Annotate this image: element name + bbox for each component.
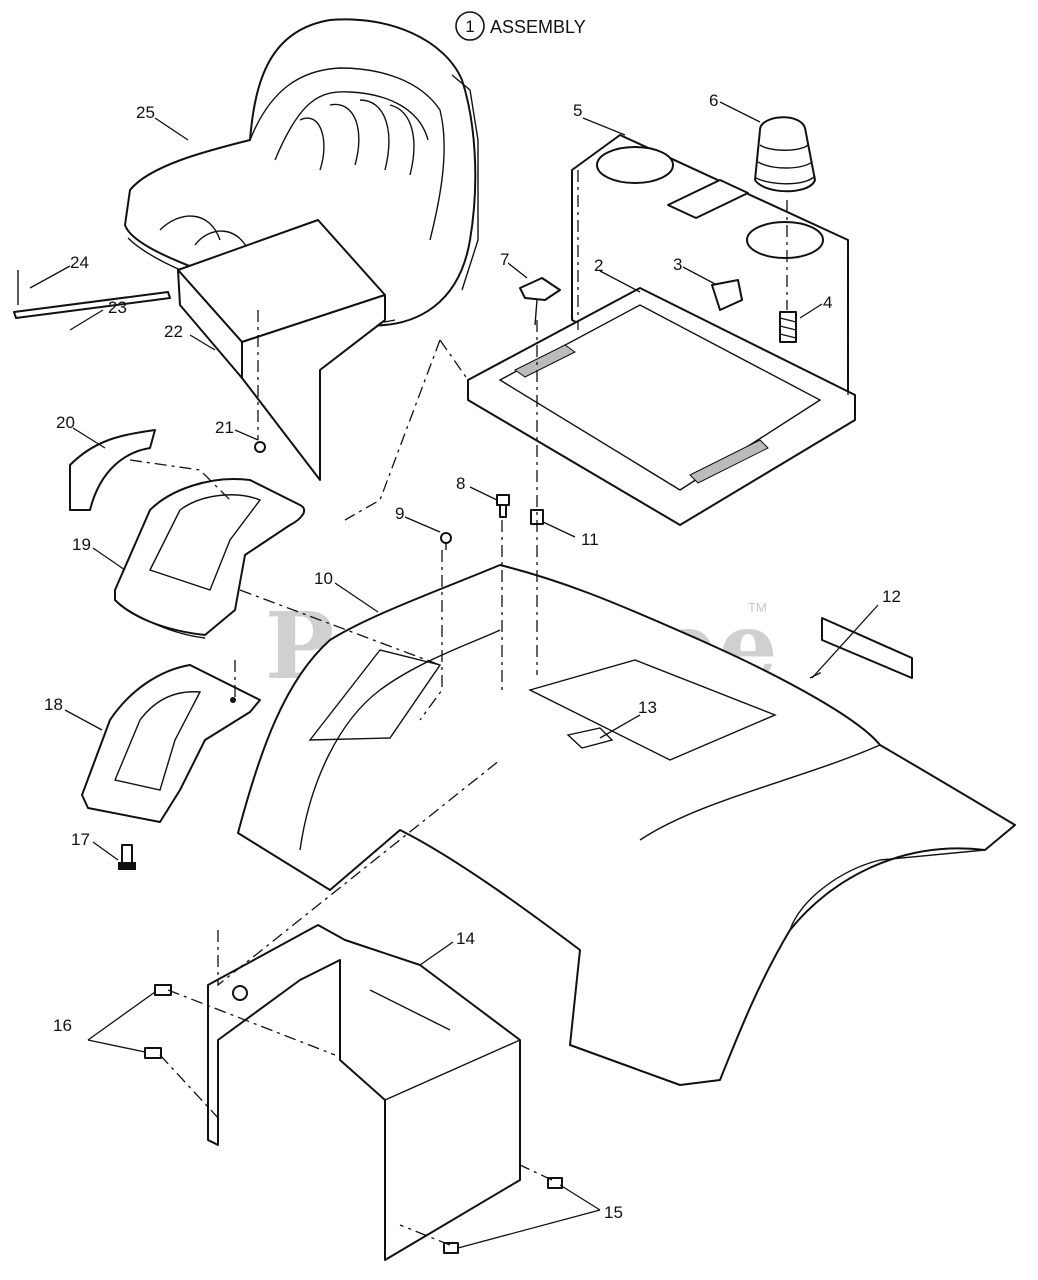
assembly-header: 1 ASSEMBLY — [455, 11, 586, 41]
callout-22: 22 — [164, 322, 183, 341]
part-14-bracket — [207, 924, 521, 1261]
callout-12: 12 — [882, 587, 901, 606]
callout-19: 19 — [72, 535, 91, 554]
assembly-circle — [455, 11, 485, 41]
leader-lines — [29, 101, 879, 1249]
callout-15: 15 — [604, 1203, 623, 1222]
callout-21: 21 — [215, 418, 234, 437]
callout-13: 13 — [638, 698, 657, 717]
callout-23: 23 — [108, 298, 127, 317]
part-23-24-rod — [13, 270, 171, 319]
callout-10: 10 — [314, 569, 333, 588]
part-3-latch — [711, 279, 743, 311]
callout-20: 20 — [56, 413, 75, 432]
callout-numbers: 25 24 23 22 21 20 19 18 17 10 9 8 11 5 6… — [44, 91, 901, 1222]
watermark-trademark: TM — [748, 600, 767, 615]
part-18-plate — [81, 664, 261, 823]
callout-25: 25 — [136, 103, 155, 122]
callout-16: 16 — [53, 1016, 72, 1035]
callout-7: 7 — [500, 250, 509, 269]
part-19-boot — [114, 478, 306, 639]
assembly-title: ASSEMBLY — [490, 17, 586, 37]
part-4-spring — [779, 311, 797, 343]
assembly-circle-number: 1 — [465, 17, 474, 36]
assembly-lines — [129, 170, 849, 1246]
part-17-bolt — [118, 844, 136, 870]
callout-17: 17 — [71, 830, 90, 849]
callout-9: 9 — [395, 504, 404, 523]
part-12-decal — [821, 617, 913, 679]
part-9-screw — [440, 532, 452, 550]
part-22-bracket — [177, 219, 386, 481]
part-7-knob — [519, 277, 561, 326]
callout-2: 2 — [594, 256, 603, 275]
callout-18: 18 — [44, 695, 63, 714]
part-20-decal — [69, 429, 156, 511]
callout-4: 4 — [823, 293, 832, 312]
callout-6: 6 — [709, 91, 718, 110]
callout-8: 8 — [456, 474, 465, 493]
callout-3: 3 — [673, 255, 682, 274]
part-10-fender — [237, 564, 1016, 1086]
part-8-screw — [496, 494, 510, 518]
part-16-bolts — [144, 984, 172, 1059]
callout-24: 24 — [70, 253, 89, 272]
part-2-base — [467, 287, 856, 526]
callout-14: 14 — [456, 929, 475, 948]
callout-5: 5 — [573, 101, 582, 120]
callout-11: 11 — [581, 530, 599, 549]
part-6-knob — [754, 116, 816, 193]
